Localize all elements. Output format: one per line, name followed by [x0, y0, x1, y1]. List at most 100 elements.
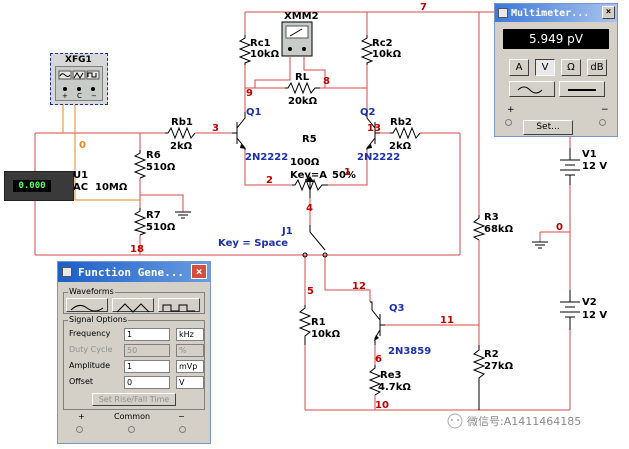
amplitude-label: Amplitude: [69, 361, 110, 370]
frequency-input[interactable]: 1: [124, 328, 170, 341]
offset-row: Offset 0 V: [69, 376, 204, 390]
watermark: 微信号:A1411464185: [447, 413, 581, 429]
ammeter-mode-button[interactable]: A: [509, 59, 529, 76]
rc2-name: Rc2: [372, 38, 393, 49]
net-5: 5: [307, 286, 314, 297]
multimeter-titlebar[interactable]: Multimeter... ×: [495, 4, 617, 22]
frequency-label: Frequency: [69, 329, 111, 338]
rl-name: RL: [295, 72, 310, 83]
svg-text:+: +: [62, 92, 68, 100]
re3-value: 4.7kΩ: [378, 382, 411, 393]
waveforms-group: Waveforms: [63, 287, 205, 314]
ac-mode-button[interactable]: [509, 81, 555, 97]
ground-symbol-right: [532, 241, 548, 249]
offset-input[interactable]: 0: [124, 376, 170, 389]
close-icon[interactable]: ×: [602, 6, 615, 19]
transistor-q1: [232, 112, 246, 150]
q3-model: 2N3859: [388, 346, 431, 357]
resistor-rc1: [238, 35, 252, 65]
signal-options-legend: Signal Options: [68, 315, 128, 324]
r7-value: 510Ω: [146, 222, 176, 233]
sine-wave-icon: [70, 304, 104, 312]
frequency-unit[interactable]: kHz: [176, 328, 204, 341]
signal-wires: [62, 105, 140, 201]
function-generator-title: Function Gene...: [78, 265, 184, 279]
transistor-q2: [366, 112, 380, 150]
ground-symbol-left: [175, 211, 191, 219]
plus-terminal-label: +: [78, 412, 85, 421]
close-icon[interactable]: ×: [191, 264, 207, 279]
net-1: 1: [344, 167, 351, 178]
r2-value: 27kΩ: [484, 361, 514, 372]
u1-label: U1: [73, 170, 88, 181]
r6-value: 510Ω: [146, 162, 176, 173]
sine-wave-icon: [517, 86, 543, 94]
net-18: 18: [130, 244, 144, 255]
function-generator-titlebar[interactable]: Function Gene... ×: [58, 262, 210, 282]
net-7: 7: [420, 2, 427, 13]
q1-name: Q1: [246, 107, 262, 118]
rl-value: 20kΩ: [288, 96, 318, 107]
u1-display: 0.000: [13, 180, 51, 192]
triangle-wave-button[interactable]: [112, 298, 154, 313]
duty-cycle-input[interactable]: 50: [124, 344, 170, 357]
plus-terminal[interactable]: [76, 426, 83, 433]
xmm2-label: XMM2: [284, 11, 319, 22]
resistor-r6: [133, 150, 147, 179]
dc-mode-button[interactable]: [559, 81, 605, 97]
set-button[interactable]: Set...: [523, 120, 573, 135]
v2-value: 12 V: [582, 310, 607, 321]
minus-terminal-label: −: [601, 105, 609, 115]
common-terminal[interactable]: [128, 426, 135, 433]
xfg1-instrument[interactable]: XFG1 +C−: [50, 53, 108, 105]
multimeter-window[interactable]: Multimeter... × 5.949 pV A V Ω dB + − Se…: [494, 3, 618, 137]
q1-model: 2N2222: [245, 152, 288, 163]
xfg1-wave-icons: + C −: [58, 70, 100, 100]
switch-j1: [302, 225, 328, 258]
rb2-value: 2kΩ: [389, 141, 412, 152]
set-rise-fall-time-button[interactable]: Set Rise/Fall Time: [92, 393, 176, 406]
amplitude-input[interactable]: 1: [124, 360, 170, 373]
q3-name: Q3: [389, 303, 405, 314]
rc2-value: 10kΩ: [372, 49, 402, 60]
triangle-wave-icon: [116, 303, 150, 313]
v2-name: V2: [582, 297, 597, 308]
net-8: 8: [323, 76, 330, 87]
amplitude-unit[interactable]: mVp: [176, 360, 204, 373]
minus-terminal[interactable]: [179, 426, 186, 433]
sine-wave-button[interactable]: [66, 298, 108, 312]
duty-cycle-row: Duty Cycle 50 %: [69, 344, 204, 358]
resistor-rb1: [165, 126, 196, 140]
xfg1-panel: + C −: [55, 66, 103, 101]
voltmeter-mode-button[interactable]: V: [535, 59, 555, 76]
decibel-mode-button[interactable]: dB: [587, 59, 607, 76]
amplitude-row: Amplitude 1 mVp: [69, 360, 204, 374]
common-terminal-label: Common: [114, 412, 151, 421]
plus-terminal[interactable]: [505, 119, 512, 126]
svg-text:−: −: [91, 92, 97, 100]
multimeter-title: Multimeter...: [511, 7, 590, 19]
duty-cycle-label: Duty Cycle: [69, 345, 113, 354]
r2-name: R2: [484, 349, 499, 360]
q2-model: 2N2222: [357, 152, 400, 163]
offset-unit[interactable]: V: [176, 376, 204, 389]
net-0-left: 0: [79, 140, 86, 151]
function-generator-window[interactable]: Function Gene... × Waveforms Signal Opti…: [57, 261, 211, 444]
ohmmeter-mode-button[interactable]: Ω: [561, 59, 581, 76]
battery-v2: [560, 290, 580, 330]
square-wave-button[interactable]: [158, 298, 200, 312]
watermark-text: 微信号:A1411464185: [467, 414, 581, 428]
offset-label: Offset: [69, 377, 94, 386]
svg-text:C: C: [77, 92, 82, 100]
minus-terminal[interactable]: [599, 119, 606, 126]
net-13: 13: [367, 123, 381, 134]
function-generator-app-icon: [62, 267, 72, 277]
xmm2-instrument: [254, 21, 326, 88]
net-0-right: 0: [556, 222, 563, 233]
net-10: 10: [375, 400, 389, 411]
dc-line-icon: [568, 89, 596, 91]
rc1-value: 10kΩ: [250, 49, 280, 60]
u1-voltmeter[interactable]: 0.000: [4, 171, 74, 201]
rb2-name: Rb2: [390, 117, 412, 128]
